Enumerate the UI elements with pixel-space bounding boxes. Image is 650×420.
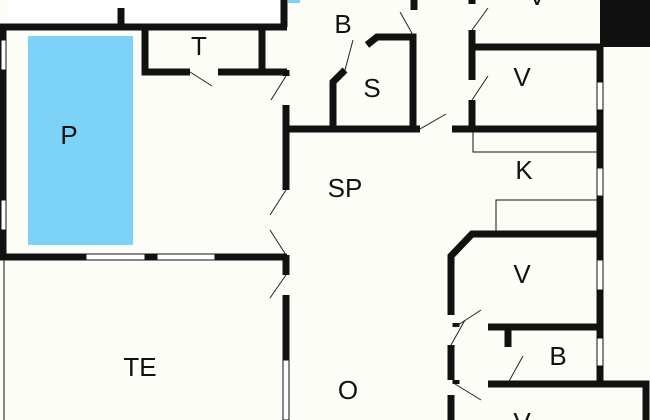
- room-label-b-lower: B: [549, 341, 566, 371]
- room-label-sp: SP: [328, 173, 363, 203]
- room-labels: V T B S V P SP K V B TE O V: [60, 0, 566, 420]
- room-label-b-upper: B: [334, 9, 351, 39]
- room-label-v-mid: V: [513, 62, 531, 92]
- top-pool-edge: [288, 0, 300, 3]
- room-label-v-bottom: V: [513, 407, 531, 420]
- room-label-p: P: [60, 120, 77, 150]
- top-left-room: [8, 0, 280, 24]
- room-label-k: K: [515, 155, 533, 185]
- room-label-o: O: [338, 375, 358, 405]
- room-label-te: TE: [123, 352, 156, 382]
- room-label-t: T: [191, 31, 207, 61]
- windows: [0, 39, 604, 420]
- room-label-v-top: V: [528, 0, 546, 11]
- pool: [28, 36, 133, 245]
- room-label-v-right: V: [513, 259, 531, 289]
- room-label-s: S: [363, 73, 380, 103]
- door-swings: [189, 7, 524, 401]
